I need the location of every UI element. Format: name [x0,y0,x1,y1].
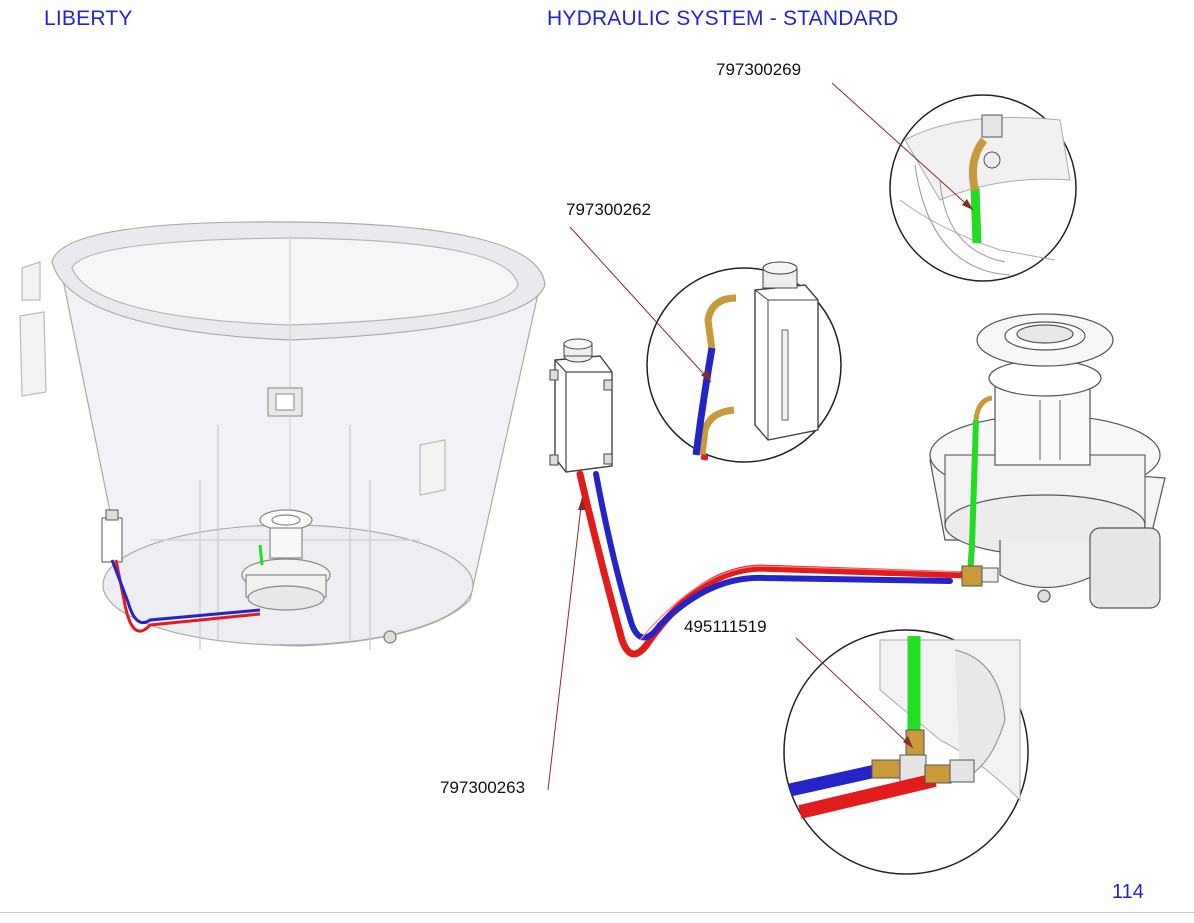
red-hose [576,470,969,658]
elbow-fitting [981,567,999,583]
gearbox-green-hose [967,419,979,576]
part-number-495111519: 495111519 [684,617,767,636]
red-hose-highlight [639,565,961,641]
tub-green-hose [258,544,264,566]
oil-reservoir [549,338,613,473]
leader-lines [547,82,974,791]
part-number-797300263: 797300263 [440,778,526,797]
blue-hose [593,471,953,641]
planetary-gearbox [929,313,1166,609]
detail-circle-tee [783,629,1029,875]
tee-fitting [961,565,983,587]
mixer-tub [19,221,546,650]
gearbox-brass-elbow [973,395,993,421]
tub-reservoir [101,509,123,563]
part-number-797300262: 797300262 [566,200,652,219]
detail-circle-fitting-top [889,94,1077,282]
bottom-divider [0,912,1194,913]
page-title: HYDRAULIC SYSTEM - STANDARD [547,7,899,30]
part-number-797300269: 797300269 [716,60,802,79]
detail-circle-reservoir [646,261,842,463]
tub-blue-hose [110,559,261,625]
brand-title: LIBERTY [44,7,133,30]
tub-red-hose [114,559,261,633]
page-number: 114 [1112,881,1144,903]
arrowheads [578,199,973,748]
